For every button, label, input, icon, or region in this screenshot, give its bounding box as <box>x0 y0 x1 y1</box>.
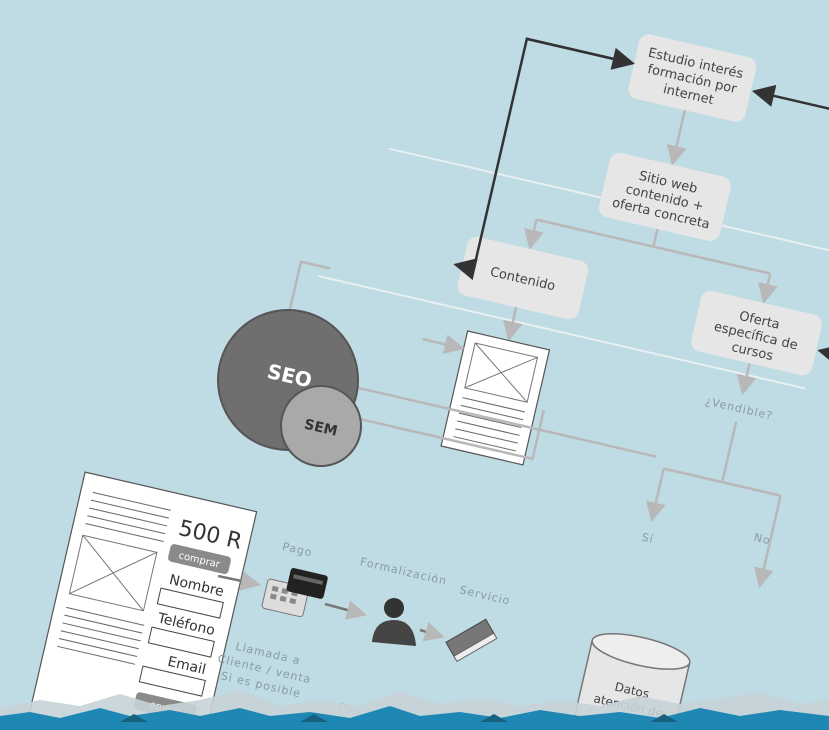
landing-page <box>28 471 258 730</box>
telefono-field[interactable] <box>147 626 215 658</box>
no-label: No <box>753 531 772 547</box>
flow-arrow <box>758 273 778 304</box>
flow-arrow <box>524 219 544 250</box>
flow-arrow <box>419 622 445 642</box>
yes-label: Sí <box>640 531 655 546</box>
decision-line <box>720 421 738 483</box>
flow-arrow <box>324 600 367 620</box>
servicio-label: Servicio <box>458 583 511 607</box>
flow-arrow <box>422 334 465 355</box>
flow-arrow <box>666 109 687 166</box>
llamada-text: Llamada a Cliente / venta Si es posible <box>216 640 312 701</box>
credit-card-pos-icon <box>261 568 328 618</box>
sem-circle <box>280 385 362 467</box>
sem-label: SEM <box>303 417 339 440</box>
email-field[interactable] <box>138 665 206 697</box>
person-icon <box>372 598 416 646</box>
loop-arrow-left-head <box>453 258 478 281</box>
flow-arrow <box>503 307 523 342</box>
water-waves <box>0 690 829 730</box>
flow-arrow <box>217 571 261 591</box>
flow-arrow <box>646 468 666 523</box>
nombre-field[interactable] <box>156 587 224 619</box>
loop-arrow-right-head <box>817 344 829 367</box>
vendible-question: ¿Vendible? <box>704 394 774 422</box>
contenido-box: Contenido <box>457 236 589 320</box>
seo-sem-group: SEO SEM <box>217 309 362 467</box>
pago-label: Pago <box>281 540 314 560</box>
loop-arrow-left-head <box>526 37 636 70</box>
oferta-box: Oferta específica de cursos <box>691 290 822 376</box>
sitio-web-box: Sitio web contenido + oferta concreta <box>599 152 731 242</box>
rotated-diagram: Estudio interés formación por internet S… <box>261 34 829 589</box>
book-icon <box>445 618 498 663</box>
split-line <box>536 218 771 275</box>
decision-split <box>663 467 781 497</box>
formalizacion-label: Formalización <box>359 555 449 588</box>
image-placeholder-icon <box>464 342 539 403</box>
landing-form-mockup: 500 R comprar Nombre Teléfono Email envi… <box>28 471 258 730</box>
separator-line <box>317 275 806 390</box>
image-placeholder-icon <box>68 534 158 612</box>
content-page-mockup <box>440 330 551 466</box>
estudio-box: Estudio interés formación por internet <box>628 34 757 122</box>
flow-arrow <box>736 362 757 396</box>
buy-button[interactable] <box>167 543 231 575</box>
flow-arrow <box>754 495 782 589</box>
